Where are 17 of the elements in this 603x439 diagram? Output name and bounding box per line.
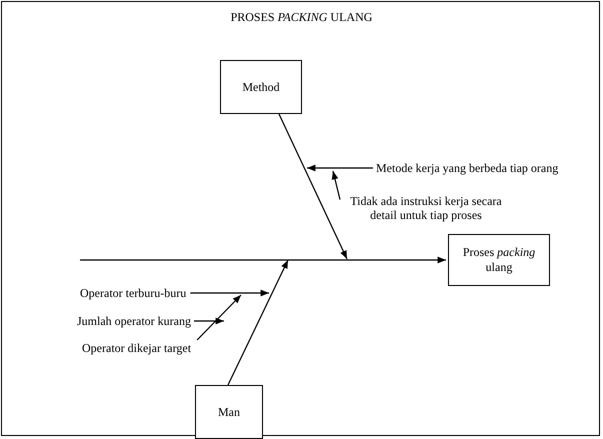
cause-label: Operator terburu-buru — [80, 286, 186, 300]
effect-box: Proses packing ulang — [448, 234, 550, 286]
arrow — [332, 170, 341, 200]
spine-arrow — [80, 256, 446, 264]
cause-label: Operator dikejar target — [82, 341, 192, 355]
diagram-title: PROSES PACKING ULANG — [230, 10, 374, 24]
arrow — [227, 260, 289, 386]
cause-label: Tidak ada instruksi kerja secara detail untuk tiap proses — [340, 194, 512, 222]
arrow — [307, 164, 373, 172]
arrow — [196, 294, 242, 340]
arrow — [194, 318, 224, 324]
arrow — [278, 114, 348, 260]
cause-category-box: Man — [195, 385, 263, 439]
arrow — [190, 290, 269, 296]
cause-label: Metode kerja yang berbeda tiap orang — [376, 161, 558, 175]
cause-label: Jumlah operator kurang — [77, 314, 191, 328]
cause-category-box: Method — [220, 60, 302, 114]
